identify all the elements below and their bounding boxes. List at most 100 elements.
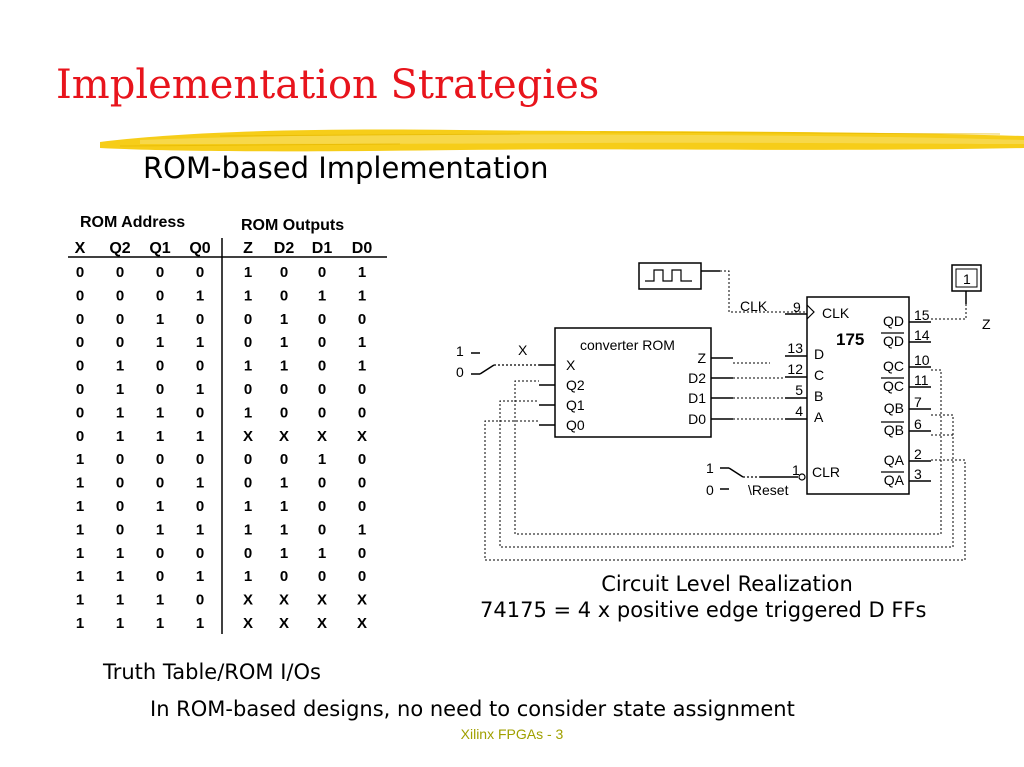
table-cell: 1 — [76, 475, 84, 492]
table-cell: 1 — [76, 451, 84, 468]
circuit-caption-line1: Circuit Level Realization — [601, 572, 853, 596]
table-cell: 1 — [156, 615, 164, 632]
square-wave-icon — [645, 269, 692, 282]
feedback-qc — [499, 400, 954, 548]
table-cell: 0 — [76, 287, 84, 304]
truth-table-caption: Truth Table/ROM I/Os — [103, 660, 321, 684]
table-cell: 0 — [76, 428, 84, 445]
table-cell: 0 — [116, 521, 124, 538]
table-cell: 0 — [156, 568, 164, 585]
table-cell: 1 — [196, 475, 204, 492]
table-cell: 1 — [318, 287, 326, 304]
clk-pin-number: 9 — [793, 299, 801, 315]
table-cell: 0 — [318, 358, 326, 375]
column-header: D0 — [352, 240, 373, 257]
table-cell: 0 — [196, 264, 204, 281]
table-cell: 0 — [358, 545, 366, 562]
ff-output-label: QB — [884, 422, 904, 438]
truth-table-body: 0 0 0 0 1 0 0 1 0 0 0 1 1 0 1 1 0 0 1 0 0 1 0 0 0 0 1 1 0 1 0 1 0 1 0 0 1 1 0 1… — [76, 264, 367, 632]
table-cell: 0 — [76, 334, 84, 351]
ff-output-pin: 6 — [914, 416, 922, 432]
table-cell: X — [243, 592, 253, 609]
table-cell: X — [279, 428, 289, 445]
rom-outputs-heading: ROM Outputs — [241, 217, 345, 234]
table-cell: 1 — [244, 404, 252, 421]
x-switch[interactable] — [479, 364, 495, 375]
rom-label: converter ROM — [580, 337, 675, 353]
table-cell: 0 — [156, 381, 164, 398]
table-cell: 0 — [196, 498, 204, 515]
table-cell: X — [357, 592, 367, 609]
table-cell: 1 — [358, 521, 366, 538]
table-cell: 0 — [280, 287, 288, 304]
table-cell: 1 — [280, 358, 288, 375]
table-cell: 1 — [196, 568, 204, 585]
table-cell: 1 — [196, 521, 204, 538]
table-cell: 1 — [318, 451, 326, 468]
z-net-label: Z — [982, 316, 991, 332]
ff-clr-label: CLR — [812, 464, 840, 480]
table-cell: 0 — [156, 545, 164, 562]
table-cell: 1 — [244, 568, 252, 585]
column-header: D2 — [274, 240, 295, 257]
ff-part-number: 175 — [836, 330, 864, 349]
table-cell: 0 — [358, 498, 366, 515]
table-cell: 1 — [76, 545, 84, 562]
table-cell: 0 — [196, 545, 204, 562]
ff-input-pin: 5 — [795, 382, 803, 398]
table-cell: 0 — [358, 404, 366, 421]
rom-output-label: D2 — [688, 370, 706, 386]
table-cell: 1 — [244, 264, 252, 281]
column-header: D1 — [312, 240, 333, 257]
clr-pin-number: 1 — [792, 462, 800, 478]
table-cell: X — [357, 428, 367, 445]
rom-address-heading: ROM Address — [80, 214, 186, 231]
rom-output-label: Z — [697, 350, 706, 366]
table-cell: 0 — [358, 311, 366, 328]
slide-title: Implementation Strategies — [56, 62, 600, 108]
table-cell: 1 — [358, 264, 366, 281]
table-cell: 0 — [156, 451, 164, 468]
table-cell: X — [279, 615, 289, 632]
table-cell: 0 — [196, 592, 204, 609]
table-cell: 0 — [244, 334, 252, 351]
table-cell: 0 — [280, 381, 288, 398]
table-cell: X — [243, 615, 253, 632]
ff-output-pin: 15 — [914, 307, 930, 323]
reset-switch-high: 1 — [706, 460, 714, 476]
table-cell: 0 — [76, 381, 84, 398]
reset-switch[interactable] — [728, 467, 744, 478]
ff-output-pin: 2 — [914, 446, 922, 462]
table-cell: 0 — [156, 287, 164, 304]
table-cell: 1 — [244, 287, 252, 304]
table-cell: 1 — [358, 287, 366, 304]
table-cell: X — [317, 428, 327, 445]
table-cell: 1 — [156, 404, 164, 421]
table-cell: 1 — [156, 521, 164, 538]
table-cell: 1 — [116, 358, 124, 375]
table-cell: 0 — [244, 475, 252, 492]
table-cell: 1 — [358, 334, 366, 351]
table-cell: 0 — [318, 475, 326, 492]
ff-input-label: A — [814, 409, 824, 425]
ff-output-label: QA — [884, 452, 905, 468]
table-cell: 1 — [116, 404, 124, 421]
table-cell: 0 — [116, 498, 124, 515]
table-cell: 0 — [244, 381, 252, 398]
ff-output-pin: 7 — [914, 394, 922, 410]
slide-subtitle: ROM-based Implementation — [143, 151, 549, 185]
table-cell: 1 — [196, 381, 204, 398]
ff-input-label: C — [814, 367, 824, 383]
table-cell: 0 — [196, 451, 204, 468]
x-switch-high: 1 — [456, 343, 464, 359]
ff-output-label: QC — [883, 358, 904, 374]
table-cell: 0 — [318, 381, 326, 398]
